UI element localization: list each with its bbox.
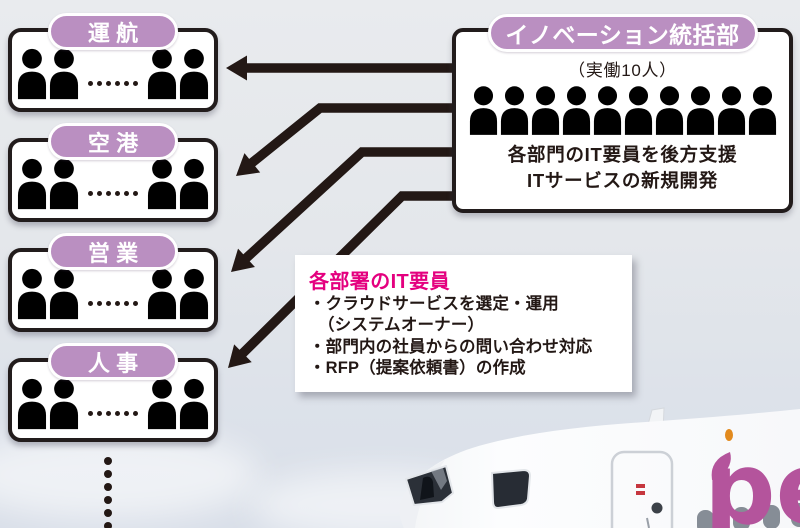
dept-label-airport: 空港 xyxy=(48,123,178,160)
arrow-to-sales xyxy=(239,147,455,265)
member-person-icon xyxy=(624,86,652,135)
dept-label-hr: 人事 xyxy=(48,343,178,380)
person-icon xyxy=(49,48,79,100)
person-icon xyxy=(147,378,177,430)
it-staff-bullet-2: ・部門内の社員からの問い合わせ対応 xyxy=(309,337,593,356)
role-line-1: 各部門のIT要員を後方支援 xyxy=(507,144,738,165)
person-icon xyxy=(17,378,47,430)
person-icon xyxy=(17,158,47,210)
it-person-icon xyxy=(179,48,209,100)
innovation-division-box: イノベーション統括部 （実働10人） 各部門のIT要員を後方支援 ITサービスの… xyxy=(452,14,793,213)
it-staff-title: 各部署のIT要員 xyxy=(309,271,450,293)
cockpit-side-window xyxy=(490,468,532,510)
it-staff-bullet-1-sub: （システムオーナー） xyxy=(318,316,485,335)
person-icon xyxy=(147,268,177,320)
person-icon xyxy=(147,48,177,100)
member-person-icon xyxy=(469,86,497,135)
it-person-icon xyxy=(179,158,209,210)
cloud xyxy=(0,430,260,520)
person-icon xyxy=(49,268,79,320)
peach-logo-text: pe xyxy=(704,430,800,528)
it-staff-bullet-3: ・RFP（提案依頼書）の作成 xyxy=(309,359,526,378)
arrowhead xyxy=(236,153,261,176)
member-person-icon xyxy=(717,86,745,135)
member-person-icon xyxy=(686,86,714,135)
dept-label-flight-ops: 運航 xyxy=(48,13,178,50)
dept-box-airport: 空港 xyxy=(8,123,218,222)
member-person-icon xyxy=(655,86,683,135)
dept-box-flight-ops: 運航 xyxy=(8,13,218,112)
ellipsis-dots xyxy=(88,301,138,306)
arrow-to-hr xyxy=(236,191,455,360)
member-person-icon xyxy=(531,86,559,135)
arrowhead xyxy=(228,344,252,368)
arrowhead xyxy=(231,248,255,272)
it-person-icon xyxy=(179,268,209,320)
front-door xyxy=(610,450,674,528)
cabin-windows xyxy=(697,503,800,528)
role-line-2: ITサービスの新規開発 xyxy=(526,169,719,191)
person-icon xyxy=(49,158,79,210)
continuation-dots xyxy=(104,457,112,528)
dept-box-hr: 人事 xyxy=(8,343,218,442)
arrow-to-airport xyxy=(245,103,455,170)
arrowhead xyxy=(226,55,247,81)
pilot-silhouette xyxy=(420,476,434,500)
ellipsis-dots xyxy=(88,191,138,196)
it-person-icon xyxy=(179,378,209,430)
innovation-division-title: イノベーション統括部 xyxy=(487,14,758,52)
member-person-icon xyxy=(748,86,776,135)
beacon-light xyxy=(725,429,733,441)
ellipsis-dots xyxy=(88,411,138,416)
ellipsis-dots xyxy=(88,81,138,86)
person-icon xyxy=(147,158,177,210)
cockpit-windshield xyxy=(405,465,454,506)
it-staff-box: 各部署のIT要員 ・クラウドサービスを選定・運用 （システムオーナー） ・部門内… xyxy=(295,255,632,392)
member-person-icon xyxy=(562,86,590,135)
person-icon xyxy=(17,268,47,320)
logo-leaf xyxy=(711,452,731,480)
it-staff-bullet-1: ・クラウドサービスを選定・運用 xyxy=(309,295,559,313)
dept-label-sales: 営業 xyxy=(48,233,178,270)
person-icon xyxy=(17,48,47,100)
member-person-icon xyxy=(500,86,528,135)
headcount-label: （実働10人） xyxy=(568,61,677,80)
member-icons-row xyxy=(456,85,789,136)
dept-box-sales: 営業 xyxy=(8,233,218,332)
member-person-icon xyxy=(593,86,621,135)
person-icon xyxy=(49,378,79,430)
